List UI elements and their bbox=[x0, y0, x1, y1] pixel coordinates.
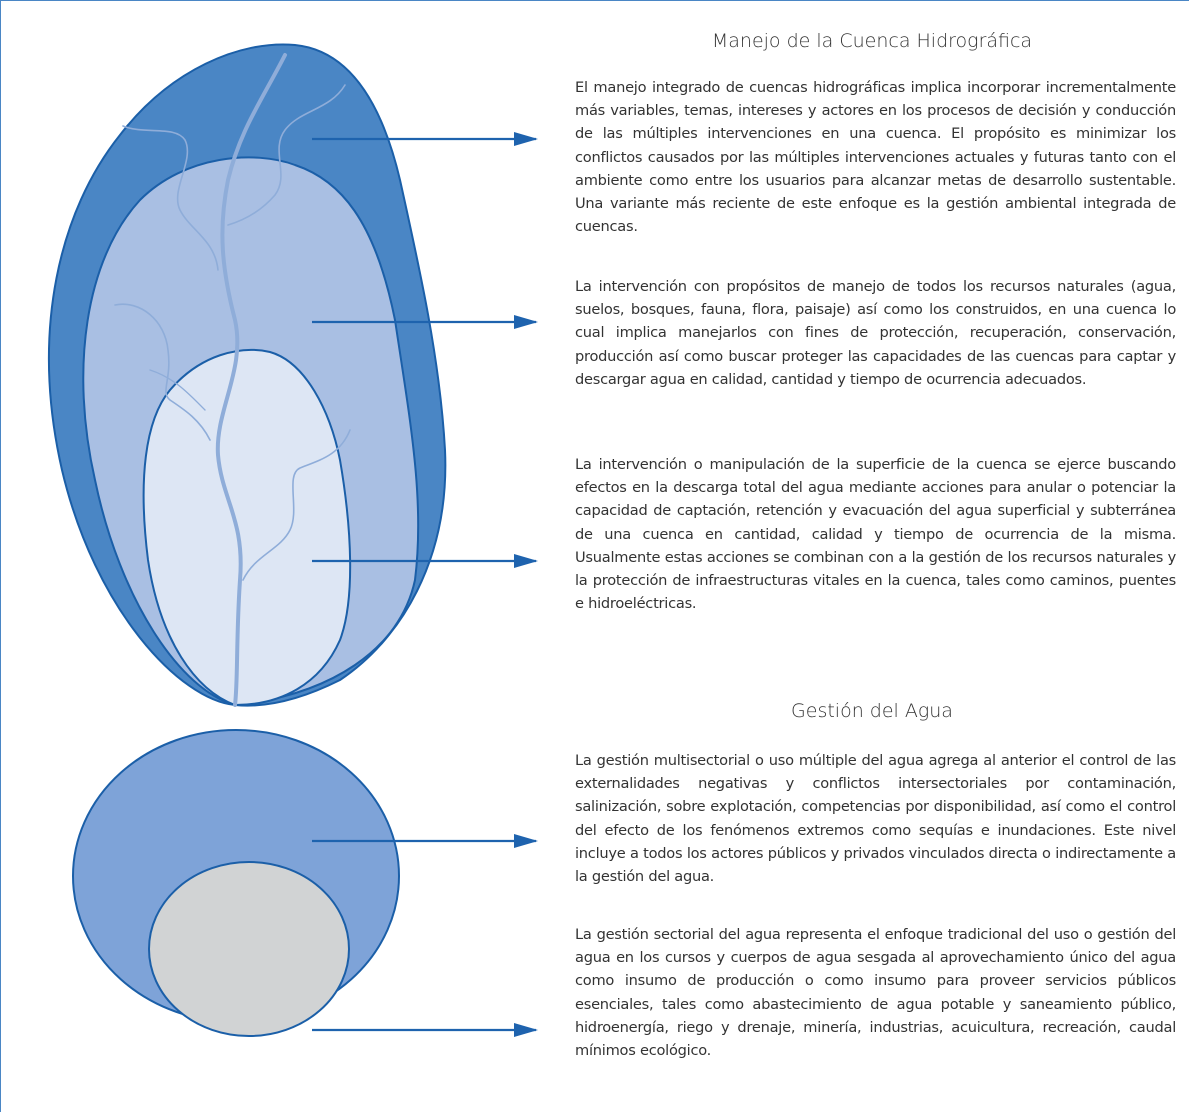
gestion-paragraph-sector: La gestión sectorial del agua representa… bbox=[575, 926, 1176, 1060]
basin-diagram bbox=[48, 43, 538, 1037]
manejo-paragraph-integrated: El manejo integrado de cuencas hidrográf… bbox=[575, 79, 1176, 236]
tributary bbox=[122, 125, 219, 271]
tributary bbox=[114, 303, 211, 441]
inner-basin-shape bbox=[142, 348, 352, 707]
arrows bbox=[312, 132, 538, 1037]
gestion-title: Gestión del Agua bbox=[791, 700, 953, 722]
manejo-paragraph-resources: La intervención con propósitos de manejo… bbox=[575, 278, 1176, 388]
tributary bbox=[242, 429, 351, 581]
manejo-title: Manejo de la Cuenca Hidrográfica bbox=[711, 30, 1033, 52]
river-network bbox=[114, 53, 351, 707]
tributary bbox=[149, 369, 206, 411]
tributary bbox=[227, 84, 346, 226]
gestion-paragraph-multisector: La gestión multisectorial o uso múltiple… bbox=[575, 752, 1176, 886]
manejo-paragraph-surface: La intervención o manipulación de la sup… bbox=[575, 456, 1176, 613]
main-river bbox=[215, 53, 287, 707]
sector-circle bbox=[148, 861, 350, 1037]
